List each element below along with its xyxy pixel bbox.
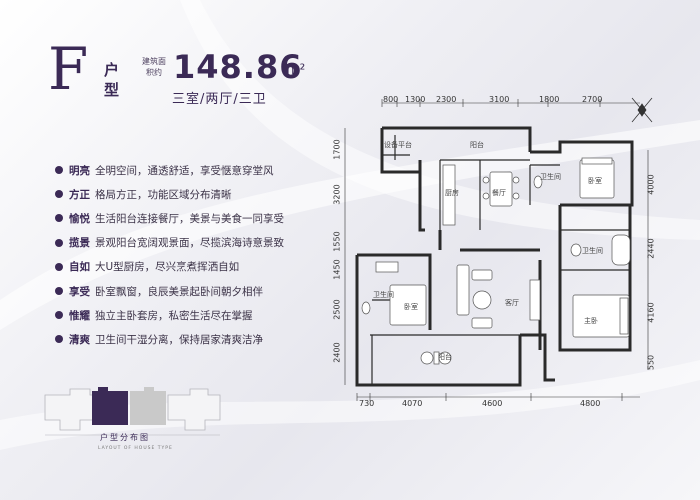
feature-list: 明亮全明空间，通透舒适，享受惬意穿堂风 方正格局方正，功能区域分布清晰 愉悦生活… bbox=[55, 158, 345, 352]
unit-type-label: 户型 bbox=[104, 61, 120, 99]
room-bedroom-1: 卧室 bbox=[588, 177, 602, 185]
dim-left-6: 2400 bbox=[332, 342, 342, 363]
dim-top-4: 3100 bbox=[489, 95, 510, 104]
feature-item: 揽景景观阳台宽阔观景面，尽揽滨海诗意景致 bbox=[55, 231, 345, 255]
dim-bottom-4: 4800 bbox=[580, 399, 601, 408]
dim-left-4: 1450 bbox=[332, 259, 342, 280]
bullet-icon bbox=[55, 166, 63, 175]
bullet-icon bbox=[55, 287, 63, 296]
area-unit: m² bbox=[286, 62, 306, 78]
feature-item: 惟耀独立主卧套房，私密生活尽在掌握 bbox=[55, 303, 345, 327]
layout-summary: 三室/两厅/三卫 bbox=[172, 92, 267, 107]
room-master-bedroom: 主卧 bbox=[584, 317, 598, 325]
room-bathroom-3: 卫生间 bbox=[373, 291, 394, 299]
dim-right-4: 550 bbox=[646, 354, 656, 371]
north-compass-icon bbox=[631, 97, 653, 123]
feature-item: 清爽卫生间干湿分离，保持居家清爽洁净 bbox=[55, 327, 345, 351]
bullet-icon bbox=[55, 238, 63, 247]
bullet-icon bbox=[55, 311, 63, 320]
dim-bottom-1: 730 bbox=[359, 399, 375, 408]
feature-item: 自如大U型厨房，尽兴烹煮挥洒自如 bbox=[55, 255, 345, 279]
dim-right-1: 4000 bbox=[646, 174, 656, 195]
feature-item: 享受卧室飘窗，良辰美景起卧间朝夕相伴 bbox=[55, 279, 345, 303]
unit-distribution-map bbox=[44, 387, 221, 436]
area-value: 148.86 bbox=[173, 48, 303, 86]
dim-top-3: 2300 bbox=[436, 95, 457, 104]
room-bedroom-2: 卧室 bbox=[404, 303, 418, 311]
dim-right-2: 2440 bbox=[646, 238, 656, 259]
dim-bottom-2: 4070 bbox=[402, 399, 423, 408]
unit-letter: F bbox=[48, 35, 89, 103]
neighbor-unit bbox=[130, 391, 166, 425]
dim-top-1: 800 bbox=[383, 95, 399, 104]
bullet-icon bbox=[55, 190, 63, 199]
feature-item: 愉悦生活阳台连接餐厅，美景与美食一同享受 bbox=[55, 206, 345, 230]
room-living: 客厅 bbox=[505, 299, 519, 307]
mini-map-subtitle: LAYOUT OF HOUSE TYPE bbox=[98, 446, 173, 451]
dim-top-2: 1300 bbox=[405, 95, 426, 104]
room-bathroom-1: 卫生间 bbox=[540, 173, 561, 181]
area-label: 建筑面积约 bbox=[142, 57, 166, 77]
room-bathroom-2: 卫生间 bbox=[582, 247, 603, 255]
mini-map-caption: 户型分布图 bbox=[100, 433, 150, 442]
room-dining: 餐厅 bbox=[492, 189, 506, 197]
bullet-icon bbox=[55, 214, 63, 223]
room-kitchen: 厨房 bbox=[445, 189, 459, 197]
bullet-icon bbox=[55, 262, 63, 271]
room-balcony-top: 阳台 bbox=[470, 141, 484, 149]
feature-item: 方正格局方正，功能区域分布清晰 bbox=[55, 182, 345, 206]
dim-left-5: 2500 bbox=[332, 299, 342, 320]
dim-left-1: 1700 bbox=[332, 139, 342, 160]
dim-top-6: 2700 bbox=[582, 95, 603, 104]
dim-top-5: 1800 bbox=[539, 95, 560, 104]
room-balcony-bottom: 阳台 bbox=[438, 353, 452, 361]
dim-bottom-3: 4600 bbox=[482, 399, 503, 408]
dim-left-2: 3200 bbox=[332, 184, 342, 205]
highlight-unit bbox=[92, 391, 128, 425]
feature-item: 明亮全明空间，通透舒适，享受惬意穿堂风 bbox=[55, 158, 345, 182]
dim-left-3: 1550 bbox=[332, 231, 342, 252]
bullet-icon bbox=[55, 335, 63, 344]
dim-right-3: 4160 bbox=[646, 302, 656, 323]
room-equipment-platform: 设备平台 bbox=[384, 141, 412, 149]
